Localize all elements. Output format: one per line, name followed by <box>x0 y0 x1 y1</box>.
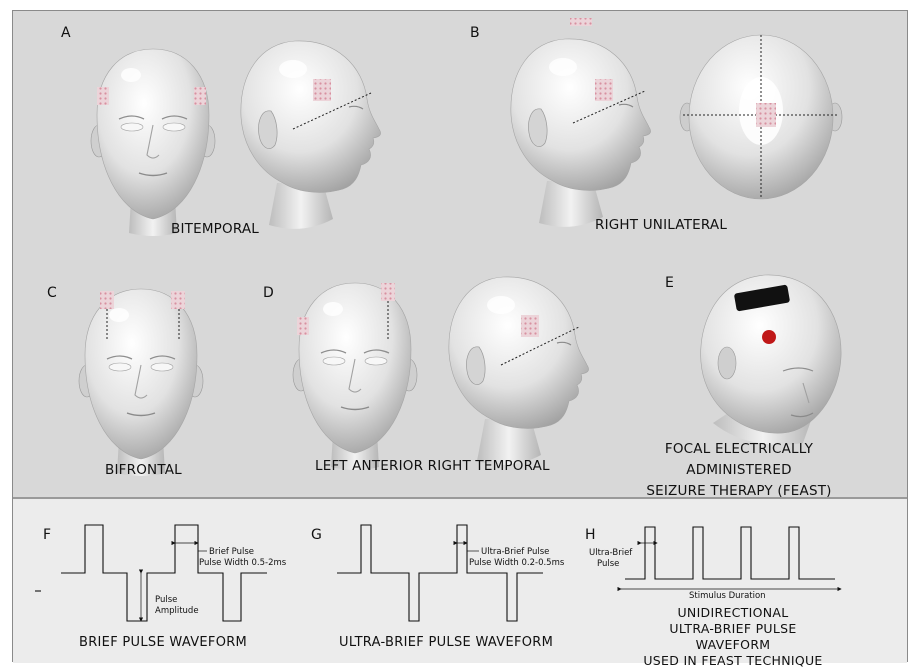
head-front-d <box>293 283 417 470</box>
electrode <box>570 18 592 26</box>
caption-h-line1: UNIDIRECTIONAL <box>633 605 833 621</box>
electrode <box>756 103 776 127</box>
caption-ultra-brief-pulse: ULTRA-BRIEF PULSE WAVEFORM <box>339 635 553 650</box>
caption-h-line3: USED IN FEAST TECHNIQUE <box>633 653 833 669</box>
caption-h-line2: ULTRA-BRIEF PULSE WAVEFORM <box>633 621 833 653</box>
figure-frame: A B C D E BITEMPORAL RIGHT UNILATERAL BI… <box>12 10 908 662</box>
waveform-section: Brief Pulse Pulse Width 0.5-2ms Pulse Am… <box>13 497 907 663</box>
head-illustrations <box>13 11 907 494</box>
g-note-ultra-brief-pulse: Ultra-Brief Pulse <box>481 547 549 557</box>
panel-f-letter: F <box>43 527 51 543</box>
panel-h-letter: H <box>585 527 596 543</box>
electrode <box>100 291 114 309</box>
caption-feast: FOCAL ELECTRICALLY ADMINISTERED SEIZURE … <box>613 439 865 502</box>
electrode <box>313 79 331 101</box>
electrode <box>595 79 613 101</box>
electrode <box>297 317 309 335</box>
head-front-c <box>79 289 203 476</box>
caption-bitemporal: BITEMPORAL <box>171 221 259 237</box>
panel-a-letter: A <box>61 25 71 41</box>
head-side-d <box>449 277 589 465</box>
head-front-a <box>91 49 215 236</box>
panel-b-letter: B <box>470 25 480 41</box>
electrode-placement-section: A B C D E BITEMPORAL RIGHT UNILATERAL BI… <box>13 11 907 494</box>
caption-left-anterior-right-temporal: LEFT ANTERIOR RIGHT TEMPORAL <box>315 458 550 474</box>
head-side-a <box>241 41 381 229</box>
panel-d-letter: D <box>263 285 274 301</box>
f-note-brief-pulse: Brief Pulse <box>209 547 254 557</box>
h-note-stimulus-duration: Stimulus Duration <box>689 591 766 601</box>
caption-right-unilateral: RIGHT UNILATERAL <box>595 217 727 233</box>
waveform-g <box>337 525 543 621</box>
electrode <box>194 87 206 105</box>
feast-electrode-dot <box>762 330 776 344</box>
electrode <box>97 87 109 105</box>
f-note-amplitude: Amplitude <box>155 606 199 616</box>
electrode <box>381 283 395 301</box>
f-note-pulse: Pulse <box>155 595 177 605</box>
caption-unidirectional: UNIDIRECTIONAL ULTRA-BRIEF PULSE WAVEFOR… <box>633 605 833 669</box>
waveform-h <box>621 527 841 589</box>
f-note-pulse-width: Pulse Width 0.5-2ms <box>199 558 287 568</box>
panel-e-letter: E <box>665 275 674 291</box>
head-side-b <box>511 39 651 227</box>
electrode <box>521 315 539 337</box>
electrode <box>171 291 185 309</box>
h-note-pulse: Pulse <box>597 559 619 569</box>
h-note-ultra-brief: Ultra-Brief <box>589 548 633 558</box>
panel-g-letter: G <box>311 527 322 543</box>
panel-c-letter: C <box>47 285 57 301</box>
caption-brief-pulse: BRIEF PULSE WAVEFORM <box>79 635 247 650</box>
caption-feast-line1: FOCAL ELECTRICALLY ADMINISTERED <box>613 439 865 481</box>
g-note-pulse-width: Pulse Width 0.2-0.5ms <box>469 558 565 568</box>
caption-bifrontal: BIFRONTAL <box>105 462 182 478</box>
waveform-f <box>35 525 267 621</box>
